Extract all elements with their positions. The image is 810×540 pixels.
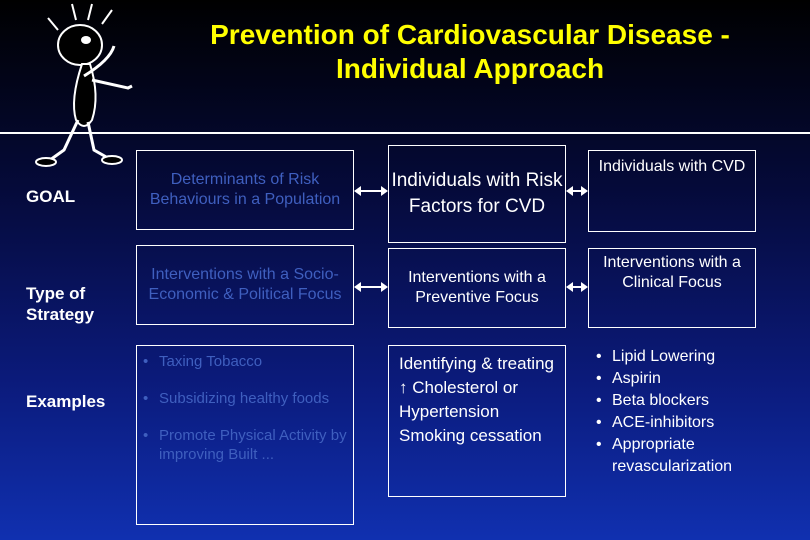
strategy-preventive-text: Interventions with a Preventive Focus — [408, 269, 546, 306]
title-line-1: Prevention of Cardiovascular Disease - — [210, 19, 730, 50]
examples-population-list: Taxing Tobacco Subsidizing healthy foods… — [141, 352, 349, 464]
arrow-strategy-1 — [354, 282, 388, 292]
examples-box-preventive: Identifying & treating ↑ Cholesterol or … — [388, 345, 566, 497]
goal-population-text: Determinants of Risk Behaviours in a Pop… — [149, 171, 341, 208]
strategy-box-clinical: Interventions with a Clinical Focus — [588, 248, 756, 328]
list-item: Aspirin — [594, 368, 752, 390]
arrow-strategy-2 — [566, 282, 588, 292]
examples-preventive-text: Identifying & treating ↑ Cholesterol or … — [399, 354, 554, 445]
goal-box-population: Determinants of Risk Behaviours in a Pop… — [136, 150, 354, 230]
examples-box-population: Taxing Tobacco Subsidizing healthy foods… — [136, 345, 354, 525]
title-line-2: Individual Approach — [335, 53, 605, 84]
goal-box-cvd: Individuals with CVD — [588, 150, 756, 232]
arrow-goal-2 — [566, 186, 588, 196]
strategy-label: Type of Strategy — [26, 284, 95, 324]
list-item: Appropriate revascularization — [594, 434, 752, 478]
examples-clinical-list: Lipid Lowering Aspirin Beta blockers ACE… — [594, 346, 752, 478]
goal-label: GOAL — [26, 187, 76, 206]
page-title: Prevention of Cardiovascular Disease - I… — [150, 18, 790, 86]
list-item: Lipid Lowering — [594, 346, 752, 368]
cartoon-figure-icon — [35, 3, 133, 167]
list-item: Beta blockers — [594, 390, 752, 412]
goal-box-risk-factors: Individuals with Risk Factors for CVD — [388, 145, 566, 243]
strategy-clinical-text: Interventions with a Clinical Focus — [603, 254, 741, 291]
strategy-box-socio-economic: Interventions with a Socio-Economic & Po… — [136, 245, 354, 325]
strategy-socio-economic-text: Interventions with a Socio-Economic & Po… — [148, 266, 342, 303]
goal-cvd-text: Individuals with CVD — [598, 158, 746, 175]
strategy-box-preventive: Interventions with a Preventive Focus — [388, 248, 566, 328]
goal-risk-factors-text: Individuals with Risk Factors for CVD — [391, 170, 563, 217]
arrow-goal-1 — [354, 186, 388, 196]
list-item: ACE-inhibitors — [594, 412, 752, 434]
title-divider — [0, 132, 810, 134]
list-item: Subsidizing healthy foods — [141, 389, 349, 408]
examples-label: Examples — [26, 392, 106, 411]
list-item: Taxing Tobacco — [141, 352, 349, 371]
list-item: Promote Physical Activity by improving B… — [141, 426, 349, 464]
examples-box-clinical: Lipid Lowering Aspirin Beta blockers ACE… — [588, 342, 758, 478]
